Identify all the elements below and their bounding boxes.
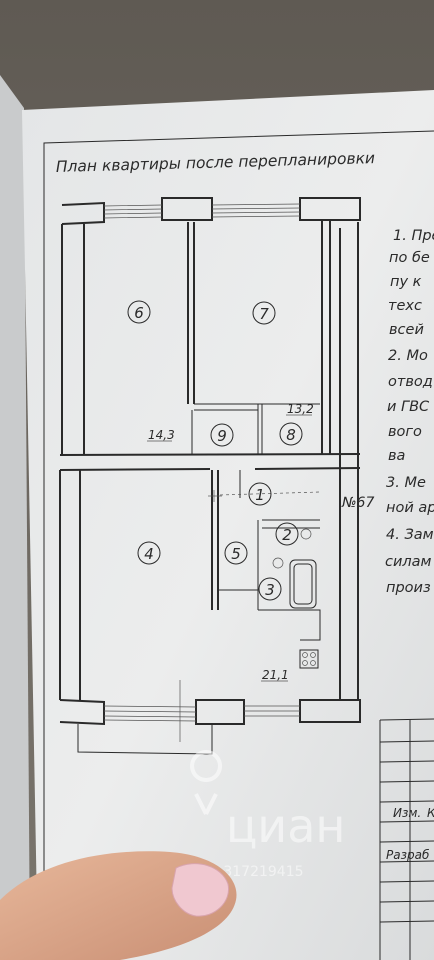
room-labels: 6 7 9 8 1 2 3 4 5 <box>127 300 312 601</box>
note-line: всей <box>389 322 424 338</box>
note-line: 2. Мо <box>388 348 428 364</box>
area-4: 21,1 <box>262 668 289 682</box>
watermark: циан ID 317219415 <box>190 750 345 880</box>
room-3: 3 <box>265 581 275 599</box>
note-line: силам <box>385 554 432 570</box>
note-line: отвод <box>388 374 433 390</box>
title-block: Изм. К Разраб <box>379 718 434 960</box>
note-line: 3. Ме <box>386 475 426 491</box>
note-line: вого <box>388 424 422 440</box>
room-7: 7 <box>259 305 269 323</box>
note-line: по бе <box>389 250 430 266</box>
notes-column: 1. Пре по бе пу к техс всей 2. Мо отвод … <box>385 228 434 596</box>
note-line: ной ар <box>386 500 434 516</box>
room-1: 1 <box>255 486 265 504</box>
room-4: 4 <box>144 545 154 563</box>
title-block-k: К <box>427 806 434 820</box>
note-line: пу к <box>390 274 422 290</box>
area-6: 14,3 <box>148 428 175 442</box>
room-2: 2 <box>282 526 292 544</box>
note-line: и ГВС <box>387 399 430 415</box>
area-7: 13,2 <box>287 402 314 416</box>
apartment-number: №67 <box>341 495 374 511</box>
title-block-izm: Изм. <box>393 806 421 820</box>
location-pin-icon <box>190 750 223 815</box>
finger <box>0 851 237 960</box>
back-page <box>0 75 30 960</box>
note-line: произ <box>386 580 431 596</box>
watermark-brand: циан <box>226 799 345 853</box>
note-line: техс <box>388 298 422 314</box>
note-line: 1. Пре <box>393 228 434 244</box>
note-line: 4. Зам <box>386 527 434 543</box>
room-6: 6 <box>134 304 144 322</box>
drawing-frame <box>43 130 434 960</box>
room-8: 8 <box>286 426 296 444</box>
room-9: 9 <box>217 427 227 445</box>
title-block-razrab: Разраб <box>386 848 430 862</box>
room-5: 5 <box>231 545 241 563</box>
note-line: ва <box>388 448 405 464</box>
floor-plan <box>59 197 361 755</box>
